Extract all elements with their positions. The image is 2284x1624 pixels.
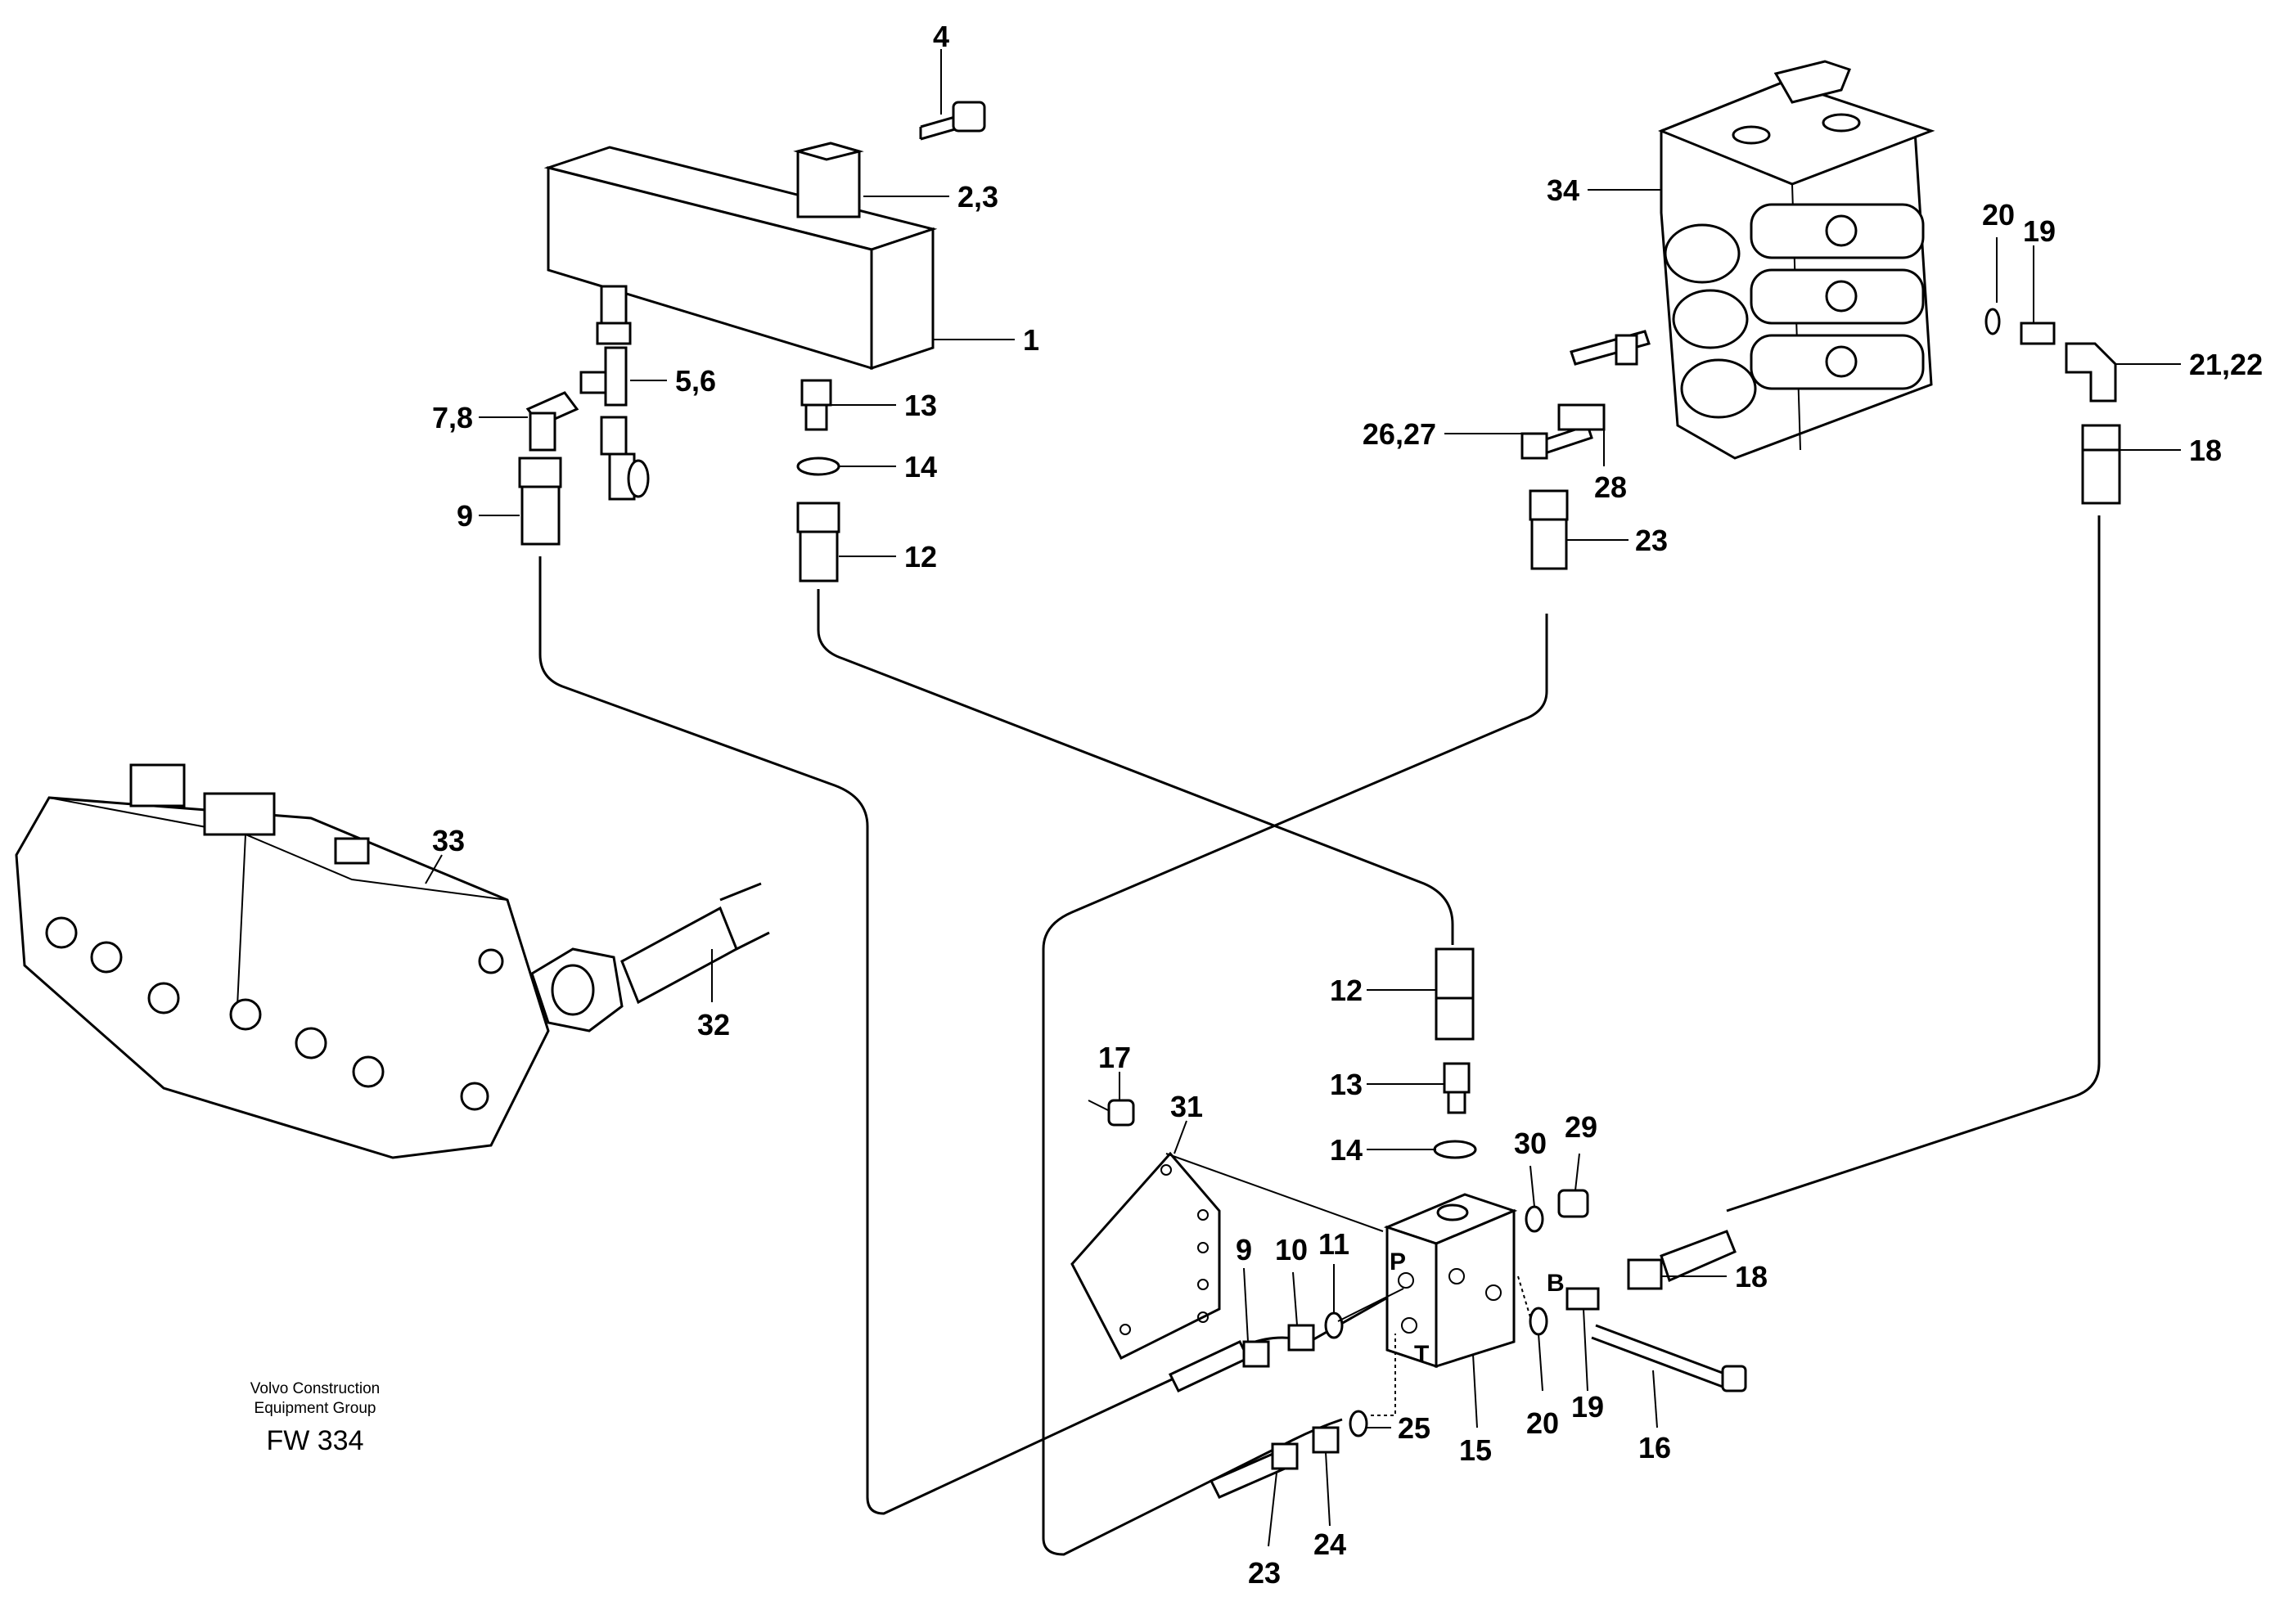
callout-18-bottom: 18 — [1735, 1260, 1768, 1293]
callout-19-top: 19 — [2023, 214, 2056, 248]
callout-20-top: 20 — [1982, 198, 2015, 232]
fittings-19-20-21-top — [1984, 308, 2117, 403]
callout-11: 11 — [1318, 1227, 1349, 1261]
callout-14-top: 14 — [904, 450, 937, 484]
fittings-13-14-12-top — [796, 379, 840, 583]
callout-4: 4 — [933, 20, 949, 53]
valve-block-15 — [1383, 1193, 1518, 1369]
fittings-9-10-11 — [1168, 1288, 1404, 1392]
port-b-label: B — [1547, 1270, 1565, 1297]
caption-company-line-2: Equipment Group — [254, 1400, 376, 1417]
callout-29: 29 — [1565, 1110, 1597, 1144]
callout-15: 15 — [1459, 1433, 1492, 1467]
leader-lines — [425, 49, 2181, 1547]
fittings-12-13-14-bottom — [1433, 947, 1477, 1159]
callout-34: 34 — [1547, 173, 1579, 207]
control-valve-34 — [1657, 60, 1935, 460]
callout-13-top: 13 — [904, 389, 937, 422]
port-p-label: P — [1390, 1248, 1406, 1275]
callout-23-top: 23 — [1635, 524, 1668, 557]
fittings-23-24-25 — [1209, 1334, 1396, 1499]
elbow-7-8 — [525, 391, 579, 452]
callout-30: 30 — [1514, 1127, 1547, 1160]
callout-10: 10 — [1275, 1233, 1308, 1266]
caption-figure-code: FW 334 — [266, 1425, 364, 1456]
callout-14-bottom: 14 — [1330, 1133, 1363, 1167]
callout-28: 28 — [1594, 470, 1627, 504]
callout-32: 32 — [697, 1008, 730, 1041]
fittings-5-6 — [579, 285, 650, 501]
callout-31: 31 — [1170, 1090, 1203, 1123]
hose-12 — [817, 589, 1454, 945]
caption-company-line-1: Volvo Construction — [250, 1380, 381, 1397]
callout-18-top: 18 — [2189, 434, 2222, 467]
control-valve-33 — [15, 763, 550, 1159]
callout-23-bottom: 23 — [1248, 1556, 1281, 1590]
fittings-26-28 — [1520, 330, 1651, 460]
callout-33: 33 — [432, 824, 465, 857]
hose-end-23-top — [1529, 489, 1569, 570]
callout-21-22: 21,22 — [2189, 348, 2263, 381]
port-labels: P T B — [1390, 1248, 1565, 1368]
callout-20-bottom: 20 — [1526, 1406, 1559, 1440]
hose-23 — [1042, 614, 1548, 1556]
fittings-18-19-20-bottom — [1517, 1230, 1737, 1336]
callout-17: 17 — [1098, 1041, 1131, 1074]
hose-end-9-top — [518, 457, 562, 546]
plug-29-seal-30 — [1525, 1189, 1589, 1233]
pilot-valve-1 — [543, 142, 938, 371]
hose-9 — [538, 556, 1404, 1515]
bolt-4 — [919, 101, 986, 141]
callout-24: 24 — [1313, 1527, 1346, 1561]
callout-9-top: 9 — [457, 499, 473, 533]
callout-25: 25 — [1398, 1411, 1430, 1445]
callout-19-bottom: 19 — [1571, 1390, 1604, 1424]
callout-12-top: 12 — [904, 540, 937, 574]
callout-2-3: 2,3 — [957, 180, 998, 214]
pipe-32 — [530, 882, 770, 1032]
callout-16: 16 — [1638, 1431, 1671, 1464]
diagram-caption: Volvo Construction Equipment Group FW 33… — [221, 1379, 409, 1457]
hose-18 — [1726, 515, 2101, 1212]
callout-12-bottom: 12 — [1330, 974, 1363, 1007]
callout-5-6: 5,6 — [675, 364, 716, 398]
callout-13-bottom: 13 — [1330, 1068, 1363, 1101]
callout-26-27: 26,27 — [1363, 417, 1436, 451]
callout-9-bottom: 9 — [1236, 1233, 1252, 1266]
hose-routes — [538, 515, 2101, 1556]
plate-31 — [1070, 1151, 1221, 1361]
port-t-label: T — [1414, 1341, 1429, 1368]
callout-1: 1 — [1023, 323, 1039, 357]
nut-17 — [1088, 1099, 1384, 1232]
callout-labels: 4 2,3 1 5,6 7,8 9 13 14 12 34 20 19 21,2… — [432, 20, 2263, 1590]
callout-7-8: 7,8 — [432, 401, 473, 434]
hose-end-18-top — [2081, 424, 2121, 505]
bolt-16 — [1591, 1324, 1747, 1392]
